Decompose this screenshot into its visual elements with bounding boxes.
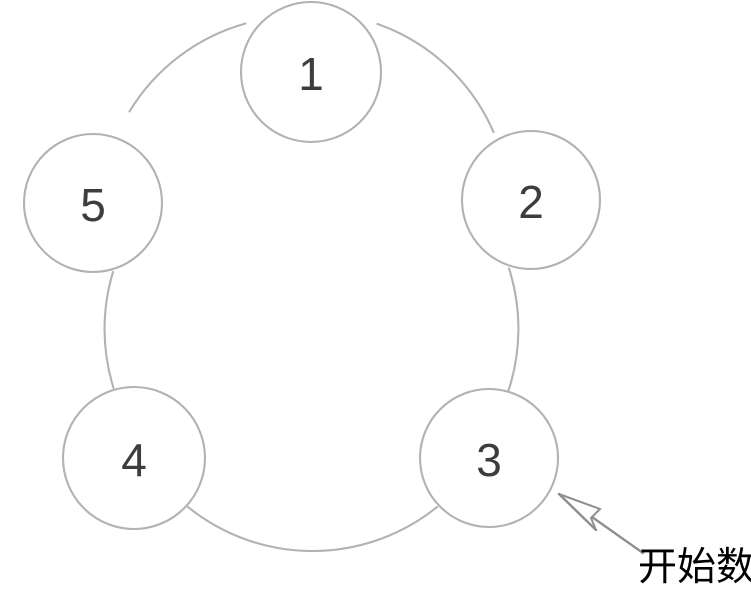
edge-node5-node1	[128, 22, 247, 113]
node-2-circle[interactable]	[460, 129, 602, 271]
edge-group	[103, 22, 520, 553]
start-annotation-arrow	[557, 492, 645, 555]
node-1-circle[interactable]	[239, 0, 383, 144]
edge-node4-node5	[103, 270, 115, 390]
edge-node1-node2	[376, 22, 495, 134]
arrow-shaft	[590, 515, 645, 555]
node-1[interactable]: 1	[239, 0, 383, 144]
node-2[interactable]: 2	[460, 129, 602, 271]
node-4[interactable]: 4	[61, 385, 207, 531]
node-3[interactable]: 3	[418, 387, 560, 529]
node-1-label: 1	[298, 48, 324, 100]
node-2-label: 2	[518, 176, 544, 228]
node-4-circle[interactable]	[61, 385, 207, 531]
arrow-head-inner-line	[557, 492, 598, 532]
node-5[interactable]: 5	[22, 132, 164, 274]
start-annotation: 开始数	[638, 548, 751, 587]
node-3-label: 3	[476, 434, 502, 486]
node-5-label: 5	[80, 179, 106, 231]
node-5-circle[interactable]	[22, 132, 164, 274]
start-annotation-label: 开始数	[638, 545, 751, 590]
node-3-circle[interactable]	[418, 387, 560, 529]
node-4-label: 4	[121, 434, 147, 486]
edge-node2-node3	[506, 267, 520, 394]
edge-node3-node4	[186, 505, 439, 553]
node-group: 1 2 3 4 5	[22, 0, 602, 531]
